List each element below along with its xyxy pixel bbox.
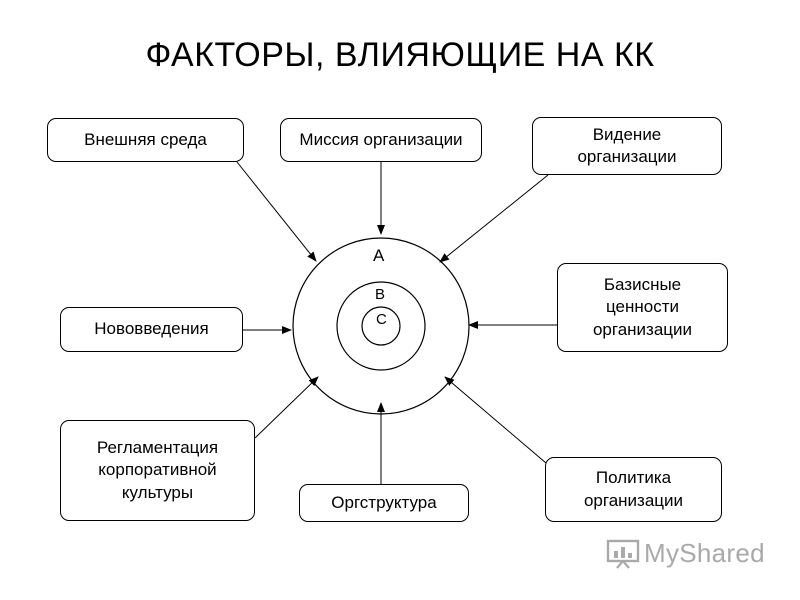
factor-vision: Видение организации (532, 117, 722, 175)
arrow-external (236, 161, 317, 262)
middle-circle-b (336, 281, 426, 371)
presentation-board-icon (606, 539, 640, 569)
arrow-regulation (254, 376, 319, 439)
label-c: C (376, 311, 387, 328)
factor-external: Внешняя среда (47, 118, 244, 162)
factor-mission: Миссия организации (280, 118, 482, 162)
label-b: B (375, 286, 386, 303)
factor-innovations: Нововведения (60, 307, 243, 352)
label-a: A (373, 246, 385, 265)
factor-structure: Оргструктура (299, 484, 469, 522)
watermark: MyShared (606, 538, 765, 569)
arrow-policy (444, 376, 547, 464)
arrow-vision (439, 174, 549, 263)
factor-values: Базисные ценности организации (557, 263, 728, 352)
page-title: ФАКТОРЫ, ВЛИЯЮЩИЕ НА КК (145, 36, 655, 74)
watermark-text: MyShared (644, 538, 765, 568)
inner-circle-c (361, 306, 401, 346)
factor-regulation: Регламентация корпоративной культуры (60, 420, 255, 521)
factor-policy: Политика организации (545, 457, 722, 522)
